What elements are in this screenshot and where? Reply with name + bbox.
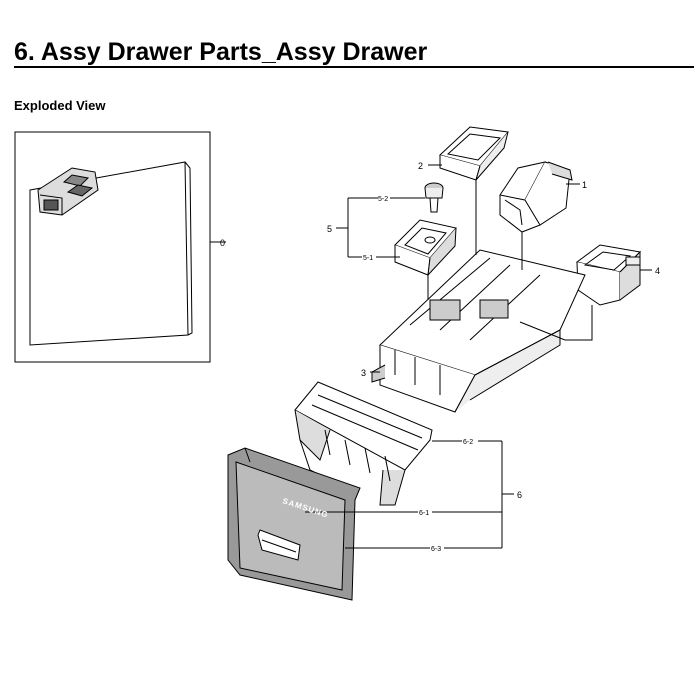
callout-6-2: 6-2 (463, 439, 473, 446)
part-5-2-knob (424, 182, 444, 213)
part-5-1-cup (394, 219, 457, 277)
callout-1: 1 (582, 180, 587, 190)
part-1-bin (499, 161, 573, 233)
page-title: 6. Assy Drawer Parts_Assy Drawer (14, 36, 694, 68)
callout-0: 0 (220, 238, 225, 248)
callout-3: 3 (361, 368, 366, 378)
callout-5: 5 (327, 224, 332, 234)
callout-5-1: 5-1 (363, 255, 373, 262)
part-4-cup (575, 244, 642, 306)
part-2-tray (439, 126, 509, 181)
callout-4: 4 (655, 266, 660, 276)
callout-6: 6 (517, 490, 522, 500)
part-6-2-frame (294, 381, 433, 506)
part-6-3-front-panel (227, 447, 361, 601)
callout-5-2: 5-2 (378, 196, 388, 203)
callout-6-1: 6-1 (419, 510, 429, 517)
callout-2: 2 (418, 161, 423, 171)
overview-panel (14, 131, 211, 363)
part-3-housing (371, 249, 586, 413)
washer-drawer-illustration (37, 167, 99, 216)
section-label: Exploded View (14, 98, 106, 113)
callout-6-3: 6-3 (431, 546, 441, 553)
